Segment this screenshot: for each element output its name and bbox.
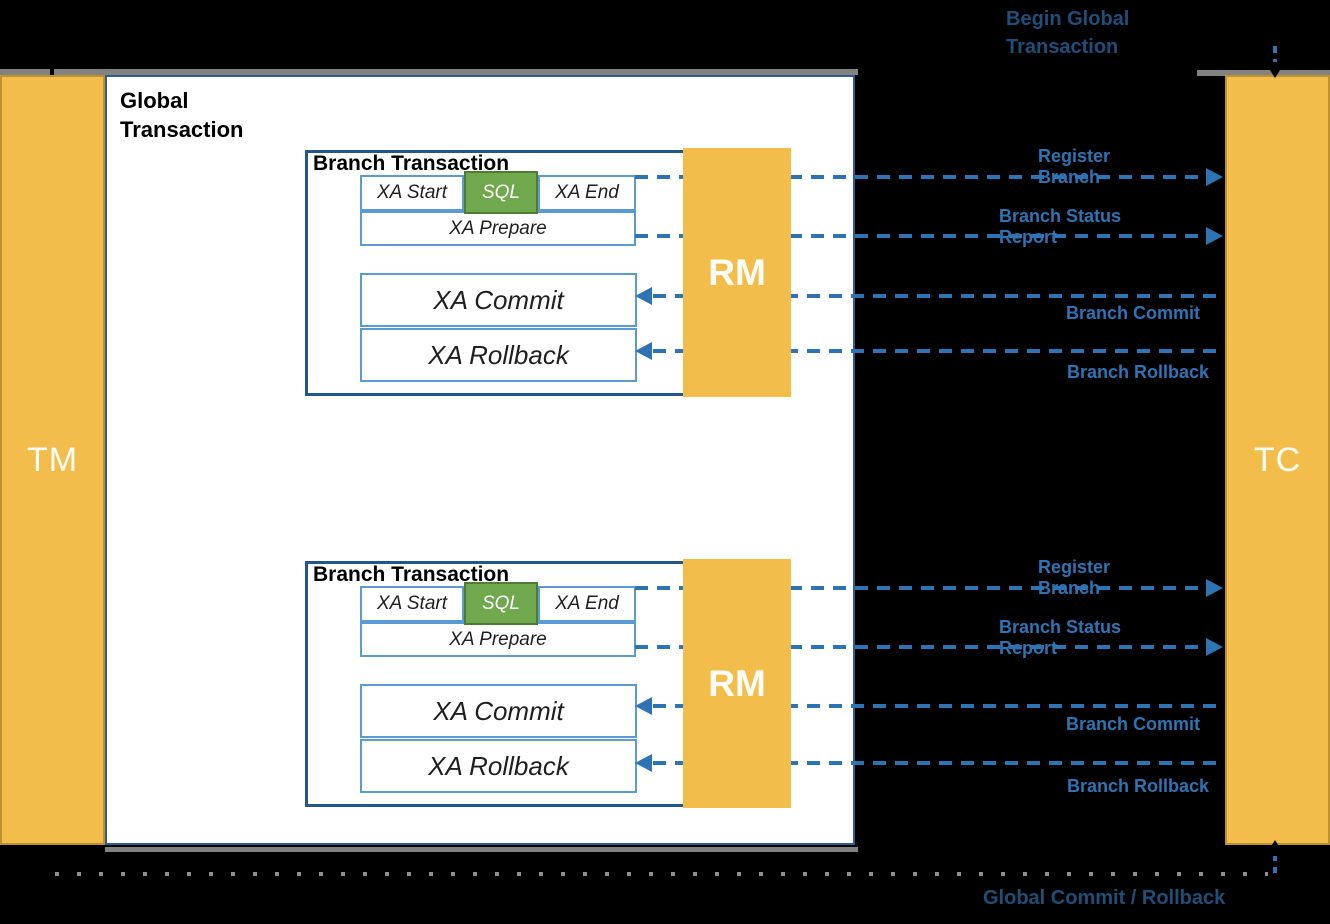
branch-rollback-line [653,349,1225,353]
branch-commit-line [653,294,1225,298]
xa-prepare-box: XA Prepare [360,622,636,657]
xa-start-box: XA Start [360,175,464,211]
bottom-shadow-band [105,847,858,852]
register-branch-label: Register Branch [1038,557,1111,598]
sql-box: SQL [464,171,538,214]
xa-start-box: XA Start [360,586,464,622]
branch-commit-label: Branch Commit [1066,303,1201,323]
tm-label: TM [26,440,79,479]
sql-box: SQL [464,582,538,625]
tc-top-shadow-band [1197,70,1330,76]
xa-end-box: XA End [538,175,636,211]
branch-rollback-line [653,761,1225,765]
bottom-flow-dotted-line [55,872,1268,876]
tc-box: TC [1225,75,1330,845]
arrowhead-left-icon [635,342,652,360]
branch-title: Branch Transaction [313,563,510,586]
branch-rollback-label: Branch Rollback [1067,362,1210,382]
branch-commit-label: Branch Commit [1066,714,1201,734]
arrowhead-right-icon [1206,227,1223,245]
top-flow-line [50,43,1275,47]
rm-label: RM [708,251,766,293]
tm-box: TM [0,75,105,845]
arrowhead-left-icon [635,697,652,715]
top-flow-drop [1273,46,1277,64]
branch-status-report-line [635,645,1207,649]
rm-label: RM [708,662,766,704]
branch-rollback-label: Branch Rollback [1067,776,1210,796]
arrowhead-right-icon [1206,579,1223,597]
register-branch-label: Register Branch [1038,146,1111,187]
arrowhead-left-icon [635,287,652,305]
xa-prepare-box: XA Prepare [360,211,636,246]
register-branch-line [635,586,1207,590]
xa-rollback-box: XA Rollback [360,739,637,793]
top-flow-elbow-left [50,44,54,75]
arrowhead-left-icon [635,754,652,772]
arrowhead-down-icon [1265,62,1285,78]
arrowhead-right-icon [1206,168,1223,186]
tc-label: TC [1253,440,1302,479]
branch-status-report-label: Branch Status Report [999,206,1122,247]
global-commit-rollback-label: Global Commit / Rollback [983,887,1226,909]
branch-title: Branch Transaction [313,152,510,175]
xa-commit-box: XA Commit [360,273,637,327]
branch-status-report-line [635,234,1207,238]
branch-commit-line [653,704,1225,708]
xa-end-box: XA End [538,586,636,622]
bottom-flow-elbow-left [50,845,54,874]
xa-commit-box: XA Commit [360,684,637,738]
rm-box-1: RM [683,148,791,397]
bottom-flow-rise [1273,854,1277,873]
arrowhead-right-icon [1206,638,1223,656]
begin-global-transaction-label: Begin Global Transaction [1006,8,1130,58]
rm-box-2: RM [683,559,791,808]
register-branch-line [635,175,1207,179]
top-shadow-band [0,69,858,75]
arrowhead-up-icon [1265,840,1285,856]
global-transaction-title: Global Transaction [120,88,244,142]
xa-rollback-box: XA Rollback [360,328,637,382]
branch-status-report-label: Branch Status Report [999,617,1122,658]
